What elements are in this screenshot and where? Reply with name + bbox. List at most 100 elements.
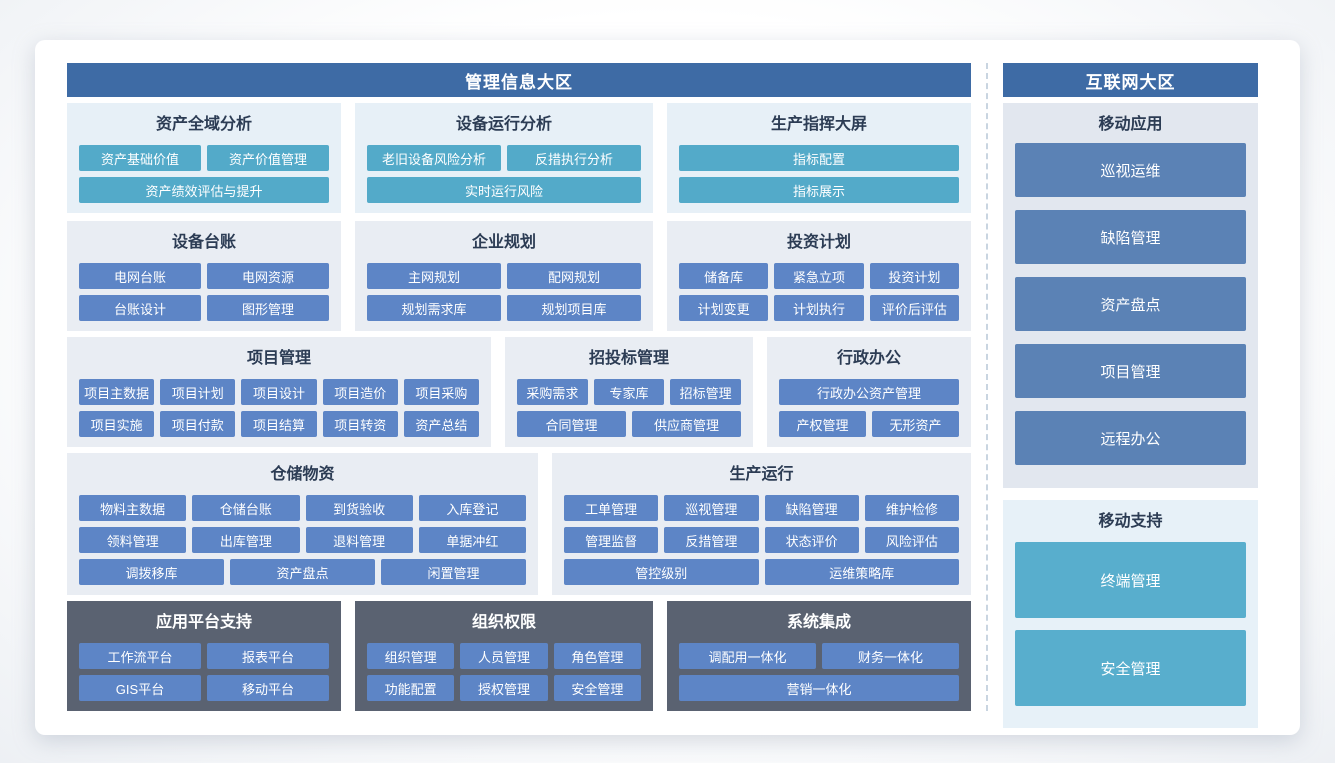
module-button[interactable]: 退料管理	[305, 527, 413, 553]
module-button[interactable]: 专家库	[593, 379, 665, 405]
module-button[interactable]: 出库管理	[192, 527, 300, 553]
module-button[interactable]: 规划需求库	[367, 295, 501, 321]
module-button[interactable]: 财务一体化	[822, 643, 959, 669]
module-button-row: 项目主数据项目计划项目设计项目造价项目采购	[79, 379, 480, 405]
module-button[interactable]: 紧急立项	[774, 263, 864, 289]
module-button[interactable]: 评价后评估	[869, 295, 959, 321]
module-button[interactable]: 项目造价	[322, 379, 398, 405]
module-button[interactable]: 闲置管理	[381, 559, 526, 585]
module-button[interactable]: 指标展示	[679, 177, 959, 203]
module-button[interactable]: 安全管理	[1015, 630, 1246, 706]
module-button[interactable]: 行政办公资产管理	[779, 379, 959, 405]
panel-project-management: 项目管理项目主数据项目计划项目设计项目造价项目采购项目实施项目付款项目结算项目转…	[67, 337, 491, 447]
module-button[interactable]: 配网规划	[507, 263, 641, 289]
module-button[interactable]: 供应商管理	[632, 411, 741, 437]
module-button[interactable]: 项目结算	[241, 411, 317, 437]
module-button[interactable]: 领料管理	[79, 527, 187, 553]
module-button[interactable]: 项目付款	[160, 411, 236, 437]
module-button[interactable]: 资产总结	[403, 411, 480, 437]
module-button[interactable]: 规划项目库	[507, 295, 641, 321]
module-button[interactable]: 资产盘点	[1015, 277, 1246, 331]
module-button-row: 巡视运维	[1015, 143, 1246, 197]
module-button[interactable]: 巡视运维	[1015, 143, 1246, 197]
module-button[interactable]: 投资计划	[869, 263, 959, 289]
module-button[interactable]: 资产绩效评估与提升	[79, 177, 329, 203]
module-button[interactable]: 管理监督	[564, 527, 659, 553]
module-button[interactable]: 物料主数据	[79, 495, 187, 521]
module-button[interactable]: 项目设计	[241, 379, 317, 405]
module-button[interactable]: 人员管理	[460, 643, 548, 669]
panel-bidding-management: 招投标管理采购需求专家库招标管理合同管理供应商管理	[505, 337, 753, 447]
module-button[interactable]: 授权管理	[460, 675, 548, 701]
module-button[interactable]: 台账设计	[79, 295, 201, 321]
module-button[interactable]: 状态评价	[764, 527, 859, 553]
panel-admin-office: 行政办公行政办公资产管理产权管理无形资产	[767, 337, 971, 447]
module-button[interactable]: 计划执行	[774, 295, 864, 321]
module-button-row: GIS平台移动平台	[79, 675, 329, 701]
module-button[interactable]: 巡视管理	[664, 495, 759, 521]
module-button[interactable]: 管控级别	[564, 559, 759, 585]
module-button[interactable]: 缺陷管理	[1015, 210, 1246, 264]
module-button[interactable]: 项目主数据	[79, 379, 155, 405]
module-button[interactable]: 资产盘点	[230, 559, 375, 585]
module-button[interactable]: 采购需求	[517, 379, 588, 405]
module-button[interactable]: 电网资源	[207, 263, 329, 289]
module-button[interactable]: 风险评估	[864, 527, 959, 553]
panel-title: 资产全域分析	[155, 116, 252, 133]
module-button-row: 安全管理	[1015, 630, 1246, 706]
module-button[interactable]: 老旧设备风险分析	[367, 145, 501, 171]
module-button[interactable]: 工作流平台	[79, 643, 201, 669]
module-button[interactable]: 缺陷管理	[764, 495, 859, 521]
module-button[interactable]: 安全管理	[553, 675, 641, 701]
module-button[interactable]: 计划变更	[679, 295, 769, 321]
module-button[interactable]: 仓储台账	[192, 495, 300, 521]
panel-title: 设备台账	[171, 234, 236, 251]
module-button[interactable]: 资产基础价值	[79, 145, 201, 171]
panel-production-dashboard: 生产指挥大屏指标配置指标展示	[667, 103, 971, 213]
module-button[interactable]: 项目实施	[79, 411, 155, 437]
module-button[interactable]: 终端管理	[1015, 542, 1246, 618]
module-button[interactable]: 电网台账	[79, 263, 201, 289]
module-button[interactable]: 调拨移库	[79, 559, 224, 585]
module-button[interactable]: 图形管理	[207, 295, 329, 321]
module-button[interactable]: 维护检修	[864, 495, 959, 521]
module-button[interactable]: 指标配置	[679, 145, 959, 171]
module-button[interactable]: 实时运行风险	[367, 177, 641, 203]
module-button[interactable]: 项目采购	[403, 379, 480, 405]
module-button[interactable]: 移动平台	[207, 675, 329, 701]
module-button[interactable]: 角色管理	[553, 643, 641, 669]
module-button[interactable]: 无形资产	[872, 411, 959, 437]
module-button[interactable]: 主网规划	[367, 263, 501, 289]
module-button[interactable]: 项目管理	[1015, 344, 1246, 398]
module-button[interactable]: 功能配置	[367, 675, 455, 701]
module-button[interactable]: 组织管理	[367, 643, 455, 669]
module-button[interactable]: 招标管理	[670, 379, 742, 405]
panel-enterprise-planning: 企业规划主网规划配网规划规划需求库规划项目库	[355, 221, 653, 331]
module-button[interactable]: 储备库	[679, 263, 769, 289]
module-button[interactable]: 报表平台	[207, 643, 329, 669]
zone-divider	[986, 63, 988, 711]
module-button[interactable]: 工单管理	[564, 495, 659, 521]
module-button[interactable]: 反措管理	[664, 527, 759, 553]
module-button[interactable]: 资产价值管理	[207, 145, 329, 171]
module-button[interactable]: 项目计划	[160, 379, 236, 405]
module-button[interactable]: 营销一体化	[679, 675, 959, 701]
module-button[interactable]: 入库登记	[418, 495, 526, 521]
module-button-row: 管控级别运维策略库	[564, 559, 959, 585]
module-button-row: 采购需求专家库招标管理	[517, 379, 742, 405]
module-button-row: 资产绩效评估与提升	[79, 177, 329, 203]
module-button[interactable]: 项目转资	[322, 411, 398, 437]
module-button-row: 规划需求库规划项目库	[367, 295, 641, 321]
module-button[interactable]: 到货验收	[305, 495, 413, 521]
module-button[interactable]: 运维策略库	[764, 559, 959, 585]
module-button[interactable]: 反措执行分析	[507, 145, 641, 171]
module-button[interactable]: 调配用一体化	[679, 643, 816, 669]
module-button-row: 指标配置	[679, 145, 959, 171]
module-button[interactable]: 单据冲红	[418, 527, 526, 553]
module-button[interactable]: 产权管理	[779, 411, 866, 437]
module-button[interactable]: 合同管理	[517, 411, 626, 437]
panel-title: 组织权限	[471, 614, 536, 631]
module-button-row: 组织管理人员管理角色管理	[367, 643, 641, 669]
module-button[interactable]: GIS平台	[79, 675, 201, 701]
module-button[interactable]: 远程办公	[1015, 411, 1246, 465]
